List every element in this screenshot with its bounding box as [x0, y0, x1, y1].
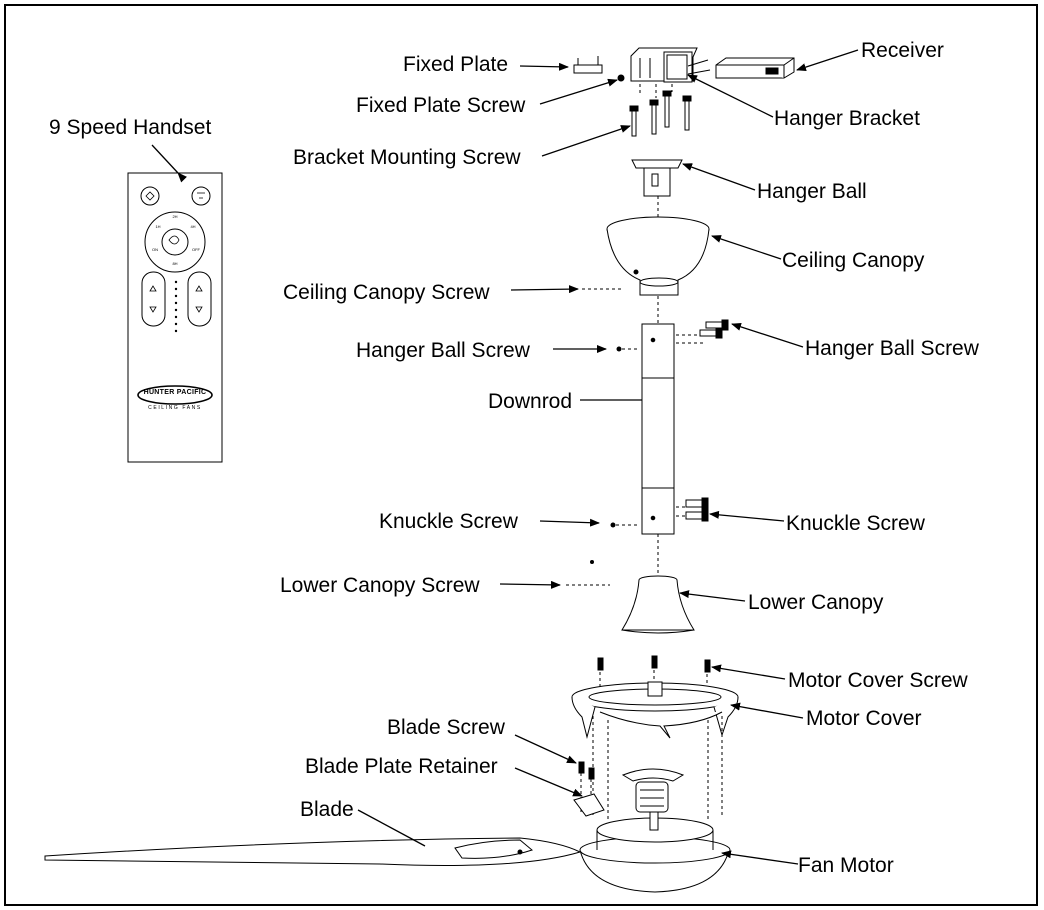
- diagram-frame: [4, 4, 1038, 906]
- blade-shape: [44, 837, 582, 866]
- lower-canopy-screw-shape: [566, 560, 610, 586]
- hanger-bracket-shape: [630, 47, 711, 83]
- label-motor-cover-screw: Motor Cover Screw: [788, 669, 968, 692]
- downrod-shape: [641, 323, 675, 535]
- fan-motor-shape: [579, 768, 731, 893]
- label-hanger-bracket: Hanger Bracket: [774, 107, 920, 130]
- bracket-mounting-screws: [629, 90, 692, 137]
- label-blade-plate-retainer: Blade Plate Retainer: [305, 755, 498, 778]
- label-bracket-mounting-screw: Bracket Mounting Screw: [293, 146, 521, 169]
- handset-brand-logo: HUNTER PACIFIC: [143, 389, 207, 396]
- svg-text:4H: 4H: [190, 224, 195, 229]
- label-knuckle-screw-right: Knuckle Screw: [786, 512, 925, 535]
- fixed-plate-shape: [573, 56, 603, 74]
- handset-brand-tagline: CEILING FANS: [148, 405, 202, 411]
- fixed-plate-screw-shape: [617, 74, 625, 82]
- label-motor-cover: Motor Cover: [806, 707, 922, 730]
- label-blade: Blade: [300, 798, 354, 821]
- label-receiver: Receiver: [861, 39, 944, 62]
- svg-text:1H: 1H: [155, 224, 160, 229]
- svg-text:2H: 2H: [172, 214, 177, 219]
- blade-screws: [578, 761, 595, 813]
- label-ceiling-canopy-screw: Ceiling Canopy Screw: [283, 281, 490, 304]
- label-lower-canopy: Lower Canopy: [748, 591, 884, 614]
- leader-lines: [151, 49, 859, 865]
- blade-plate-retainer-shape: [573, 793, 605, 817]
- knuckle-screw-left-shape: [610, 522, 640, 528]
- label-downrod: Downrod: [488, 390, 573, 413]
- label-fan-motor: Fan Motor: [798, 854, 894, 877]
- label-fixed-plate: Fixed Plate: [403, 53, 509, 76]
- remote-handset: 2H 1H 4H ON OFF 8H: [127, 172, 223, 463]
- label-hanger-ball: Hanger Ball: [757, 180, 867, 203]
- label-lower-canopy-screw: Lower Canopy Screw: [280, 574, 480, 597]
- hanger-ball-screw-left-shape: [616, 346, 640, 352]
- svg-text:8H: 8H: [172, 261, 177, 266]
- label-fixed-plate-screw: Fixed Plate Screw: [356, 94, 526, 117]
- label-blade-screw: Blade Screw: [387, 716, 505, 739]
- label-ceiling-canopy: Ceiling Canopy: [782, 249, 925, 272]
- label-hanger-ball-screw-left: Hanger Ball Screw: [356, 339, 530, 362]
- svg-text:ON: ON: [152, 247, 158, 252]
- label-knuckle-screw-left: Knuckle Screw: [379, 510, 518, 533]
- label-9-speed-handset: 9 Speed Handset: [49, 116, 212, 139]
- knuckle-screw-right-shape: [676, 497, 709, 522]
- label-hanger-ball-screw-right: Hanger Ball Screw: [805, 337, 979, 360]
- receiver-shape: [715, 57, 795, 79]
- lower-canopy-shape: [621, 575, 695, 634]
- svg-text:OFF: OFF: [192, 247, 201, 252]
- motor-cover-shape: [571, 681, 739, 739]
- hanger-ball-shape: [631, 159, 683, 197]
- ceiling-canopy-shape: [606, 216, 710, 296]
- hanger-ball-screw-right-shape: [676, 319, 729, 344]
